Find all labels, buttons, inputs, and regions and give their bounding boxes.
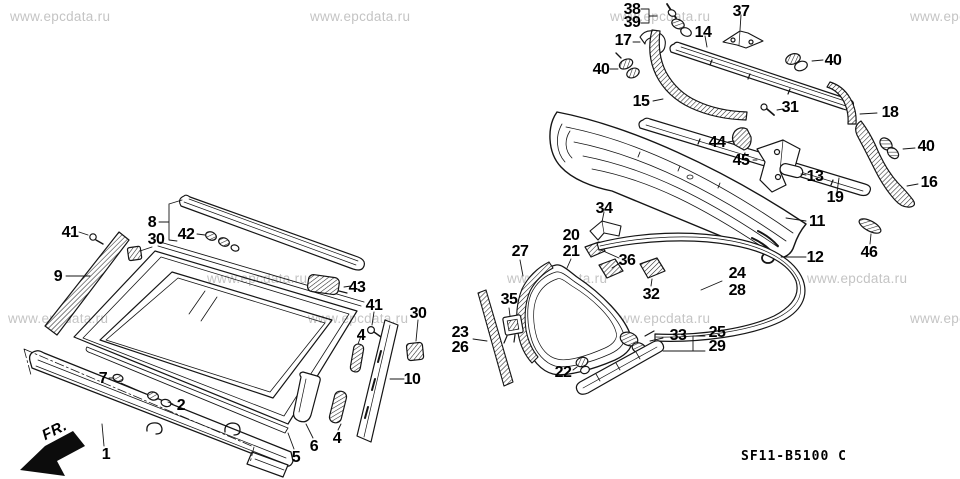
corner-molding-18 (826, 81, 857, 125)
part-label-21: 21 (562, 243, 580, 260)
front-leader-lines (65, 199, 419, 450)
front-lower-molding-1 (23, 348, 294, 478)
clip-22 (575, 356, 593, 390)
part-label-31: 31 (781, 99, 799, 116)
part-label-15: 15 (632, 93, 650, 110)
part-label-2: 2 (176, 397, 186, 414)
front-pillar-molding-9 (44, 231, 130, 336)
front-clips (89, 231, 425, 424)
part-label-44: 44 (708, 134, 726, 151)
quarter-front-molding-27 (516, 261, 554, 364)
part-label-37: 37 (732, 3, 750, 20)
watermark: www.epcdata.ru (310, 9, 411, 24)
part-label-33: 33 (669, 327, 687, 344)
part-label-43: 43 (348, 279, 366, 296)
part-label-23: 23 (451, 324, 469, 341)
grommet-35 (502, 314, 524, 344)
part-label-19: 19 (826, 189, 844, 206)
part-label-13: 13 (806, 168, 824, 185)
part-label-5: 5 (291, 449, 301, 466)
part-label-10: 10 (403, 371, 421, 388)
part-label-16: 16 (920, 174, 938, 191)
rear-upper-molding-14 (669, 41, 855, 111)
part-label-4: 4 (356, 327, 366, 344)
part-label-34: 34 (595, 200, 613, 217)
joint-piece-37 (722, 30, 764, 49)
part-label-29: 29 (708, 338, 726, 355)
part-label-38: 38 (623, 1, 641, 18)
part-label-27: 27 (511, 243, 529, 260)
part-label-30: 30 (147, 231, 165, 248)
part-label-8: 8 (147, 214, 157, 231)
fr-direction-arrow (20, 431, 85, 476)
part-label-41: 41 (61, 224, 79, 241)
front-side-molding-10 (356, 319, 399, 443)
part-label-6: 6 (309, 438, 319, 455)
part-label-20: 20 (562, 227, 580, 244)
part-label-42: 42 (177, 226, 195, 243)
lower-corner-channel-6 (292, 371, 321, 423)
clip-46 (858, 218, 882, 234)
windshield-dam-5 (85, 346, 289, 434)
quarter-rear-molding-24-28 (596, 232, 806, 342)
part-label-40: 40 (592, 61, 610, 78)
front-upper-molding-8 (178, 194, 365, 271)
watermark: www.epcdata.ru (807, 271, 908, 286)
clips-36 (584, 241, 624, 279)
part-label-9: 9 (53, 268, 63, 285)
part-label-7: 7 (98, 370, 108, 387)
part-label-36: 36 (618, 252, 636, 269)
quarter-window-glass-20-21 (520, 264, 633, 376)
watermark: www.epcdata.ru (308, 311, 409, 326)
watermark: www.epcdata.ru (910, 9, 960, 24)
part-label-40: 40 (824, 52, 842, 69)
watermark: www.epcdata.ru (10, 9, 111, 24)
clip-34 (589, 220, 622, 241)
watermark: www.epcdata.ru (910, 311, 960, 326)
part-label-46: 46 (860, 244, 878, 261)
part-label-41: 41 (365, 297, 383, 314)
corner-molding-15 (649, 29, 748, 121)
part-label-24: 24 (728, 265, 746, 282)
rear-lower-molding-19 (638, 117, 872, 197)
part-label-39: 39 (623, 14, 641, 31)
part-label-12: 12 (806, 249, 824, 266)
part-label-25: 25 (708, 324, 726, 341)
part-label-28: 28 (728, 282, 746, 299)
clips-40 (615, 52, 900, 160)
clip-32 (639, 257, 666, 279)
part-label-35: 35 (500, 291, 518, 308)
part-label-45: 45 (732, 152, 750, 169)
part-label-11: 11 (809, 213, 825, 230)
diagram-code: SF11-B5100 C (741, 449, 847, 464)
quarter-strip-23-26 (477, 289, 514, 387)
screw-31 (760, 103, 775, 116)
part-label-40: 40 (917, 138, 935, 155)
part-label-4: 4 (332, 430, 342, 447)
part-label-30: 30 (409, 305, 427, 322)
rear-upper-clip-38-39 (666, 3, 692, 37)
watermark: www.epcdata.ru (610, 9, 711, 24)
part-label-1: 1 (101, 446, 111, 463)
cap-13 (779, 163, 804, 179)
corner-molding-16 (855, 120, 916, 208)
part-label-22: 22 (554, 364, 572, 381)
part-label-18: 18 (881, 104, 899, 121)
watermark: www.epcdata.ru (610, 311, 711, 326)
rear-leader-lines (472, 8, 919, 371)
clip-44 (731, 127, 752, 151)
part-label-26: 26 (451, 339, 469, 356)
part-label-17: 17 (614, 32, 632, 49)
part-label-32: 32 (642, 286, 660, 303)
quarter-lower-strip-25-29 (575, 340, 665, 395)
part-label-14: 14 (694, 24, 712, 41)
